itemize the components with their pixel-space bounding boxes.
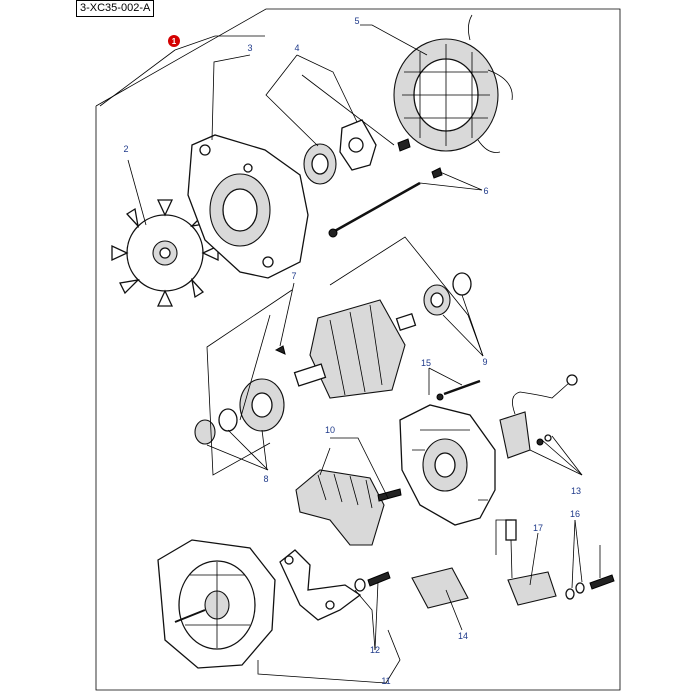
screw-15-part	[436, 379, 481, 401]
stator-part	[393, 14, 513, 153]
callout-14: 14	[458, 631, 468, 641]
bracket-part	[279, 549, 391, 621]
callout-16: 16	[570, 509, 580, 519]
callout-5: 5	[354, 16, 359, 26]
callout-9: 9	[482, 357, 487, 367]
callout-6: 6	[483, 186, 488, 196]
callout-4: 4	[294, 43, 299, 53]
marker-label: 1	[172, 37, 177, 46]
rear-housing-part	[399, 404, 496, 526]
capacitor-part	[499, 374, 578, 459]
callout-8: 8	[263, 474, 268, 484]
plug-part	[505, 519, 615, 606]
callout-13: 13	[571, 486, 581, 496]
through-bolts-part	[328, 167, 443, 238]
callout-10: 10	[325, 425, 335, 435]
rear-cover-part	[157, 539, 276, 669]
gasket-part	[411, 567, 469, 609]
callout-7: 7	[291, 271, 296, 281]
callout-3: 3	[247, 43, 252, 53]
callout-2: 2	[123, 144, 128, 154]
front-bearing-part	[303, 119, 411, 185]
callout-labels: 2 3 4 5 6 7 8 9 10 11 12 13 14 15 16 17	[123, 16, 581, 686]
diagram-reference: 3-XC35-002-A	[76, 0, 155, 17]
rear-bearing-part	[423, 272, 472, 316]
callout-11: 11	[381, 676, 390, 686]
assembly-marker: 1	[168, 35, 180, 47]
pulley-group-part	[194, 378, 285, 445]
callout-12: 12	[370, 645, 380, 655]
front-housing-part	[187, 134, 309, 279]
callout-15: 15	[421, 358, 431, 368]
regulator-part	[295, 469, 402, 546]
rotor-part	[274, 299, 417, 399]
leader-lines	[99, 24, 601, 684]
marker-dot	[168, 35, 180, 47]
assembly-outline	[95, 8, 621, 691]
callout-17: 17	[533, 523, 543, 533]
